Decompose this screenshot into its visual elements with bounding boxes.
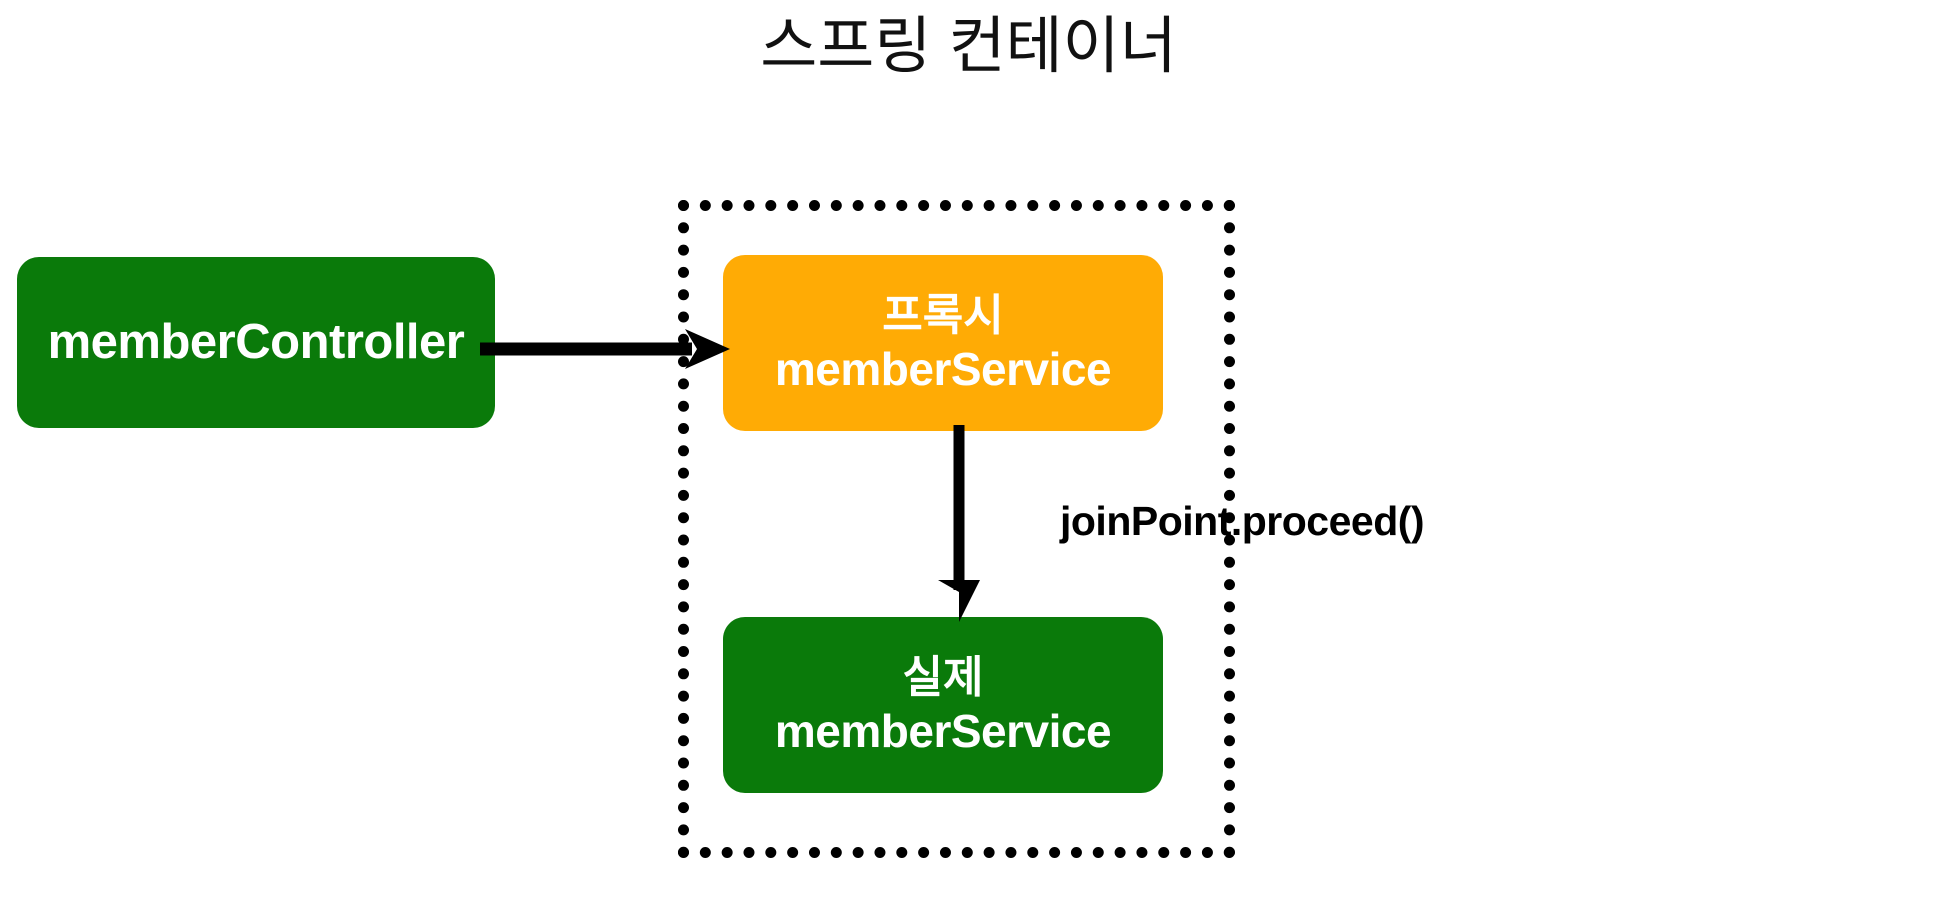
arrow-proxy-to-real-icon	[938, 425, 980, 622]
page-title: 스프링 컨테이너	[760, 12, 1177, 81]
node-real-member-service-label-en: memberService	[774, 704, 1112, 757]
node-proxy-member-service-label-kr: 프록시	[882, 290, 1004, 340]
node-real-member-service-label-kr: 실제	[902, 652, 984, 702]
node-member-controller[interactable]: memberController	[17, 257, 495, 428]
node-member-controller-label: memberController	[47, 314, 465, 369]
spring-container-boundary	[678, 200, 1235, 858]
node-real-member-service[interactable]: 실제 memberService	[723, 617, 1163, 793]
arrow-controller-to-proxy-icon	[480, 329, 730, 369]
node-proxy-member-service[interactable]: 프록시 memberService	[723, 255, 1163, 431]
annotation-joinpoint-proceed: joinPoint.proceed()	[1060, 498, 1425, 544]
node-proxy-member-service-label-en: memberService	[774, 342, 1112, 395]
